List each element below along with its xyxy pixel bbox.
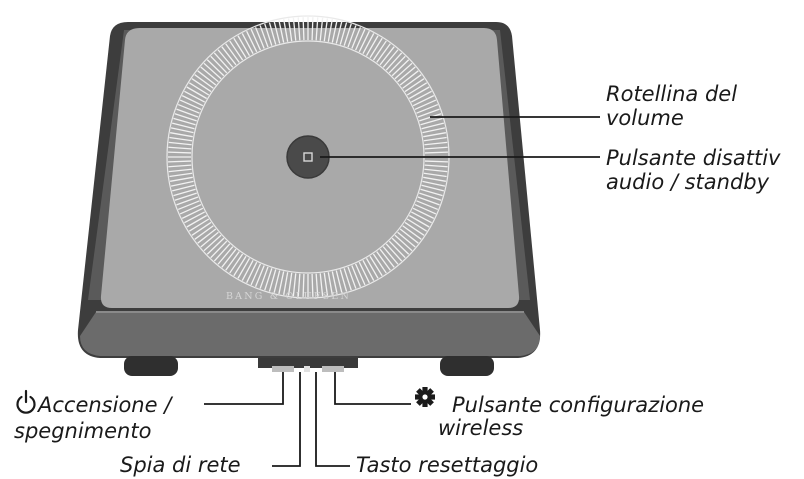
gear-icon — [415, 387, 435, 407]
brand-logo: BANG & OLUFSEN — [226, 291, 351, 302]
leader-power — [204, 372, 284, 405]
label-reset-button: Tasto resettaggio — [356, 453, 539, 477]
leader-network — [272, 372, 301, 467]
label-power: Accensione / — [38, 393, 172, 417]
label-wireless-config: Pulsante configurazione — [452, 393, 705, 417]
leader-wireless — [334, 372, 411, 405]
right-foot — [440, 356, 494, 376]
label-mute-standby: Pulsante disattiv audio / standby — [606, 146, 781, 194]
network-light — [304, 366, 310, 372]
label-wireless-config-line2: wireless — [438, 416, 524, 440]
label-volume-wheel: Rotellina del volume — [606, 82, 738, 130]
leader-reset — [315, 372, 350, 467]
label-power-line2: spegnimento — [14, 419, 152, 443]
left-foot — [124, 356, 178, 376]
power-button — [272, 366, 294, 372]
volume-wheel — [166, 15, 450, 299]
label-network-light: Spia di rete — [120, 453, 241, 477]
power-icon — [16, 389, 36, 414]
front-bevel — [80, 312, 540, 356]
reset-button — [322, 366, 344, 372]
